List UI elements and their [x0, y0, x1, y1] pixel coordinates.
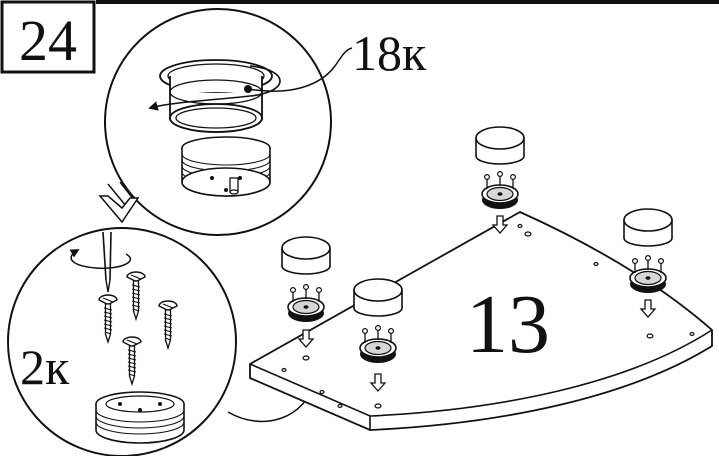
step-number-box: 24	[0, 0, 96, 74]
step-number: 24	[19, 8, 77, 73]
screws-detail-circle: 2к	[7, 227, 237, 456]
part-number-label: 13	[466, 278, 550, 371]
down-arrow-icon	[98, 181, 140, 224]
leveling-foot-icon	[95, 391, 185, 444]
screws-quantity-label: 2к	[20, 339, 70, 395]
foot-upper-part	[148, 59, 281, 133]
rotation-arrow-icon	[69, 249, 132, 270]
caps-callout-leader	[247, 47, 353, 92]
foot-threaded-part	[181, 136, 271, 197]
panel-13: 13	[249, 210, 713, 431]
screwdriver-icon	[102, 231, 112, 293]
panel-holes	[281, 223, 695, 409]
caps-quantity-label: 18к	[352, 25, 427, 81]
foot-detail-circle	[104, 8, 332, 236]
rotation-arrow-icon	[148, 65, 281, 111]
